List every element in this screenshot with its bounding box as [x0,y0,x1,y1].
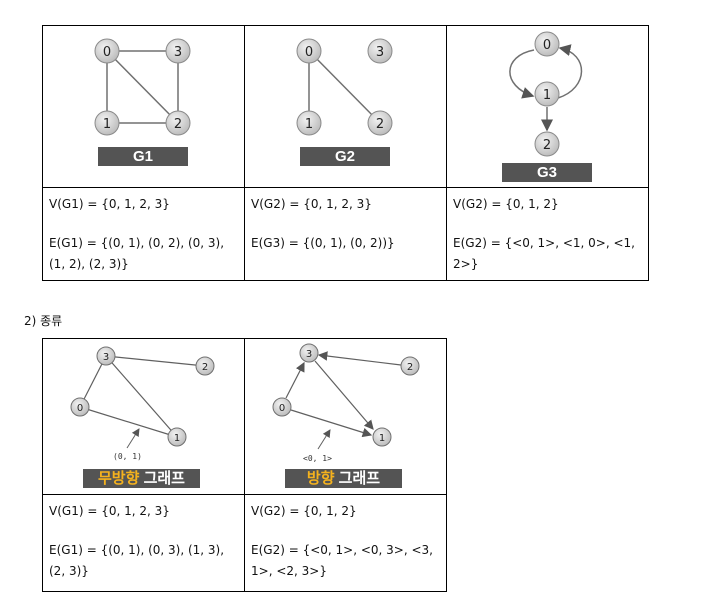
svg-text:2: 2 [543,138,551,153]
text-cell-directed: V(G2) = {0, 1, 2} E(G2) = {<0, 1>, <0, 3… [244,494,447,592]
edge-3-to-1 [314,360,374,430]
node-2: 2 [195,356,215,376]
figure-cell-g3: 0 1 2 G3 [446,25,649,188]
graph-g1-diagram: 0 3 1 2 [94,38,191,136]
text-cell-g3: V(G2) = {0, 1, 2} E(G2) = {<0, 1>, <1, 0… [446,187,649,281]
edge-2-to-3 [317,351,402,366]
vertex-set: V(G1) = {0, 1, 2, 3} [49,197,170,211]
node-0: 0 [94,38,120,64]
undirected-graph-diagram: 3 2 0 1 (0, 1) [70,346,215,461]
node-0: 0 [272,397,292,417]
svg-text:2: 2 [174,117,182,132]
label-rest: 그래프 [139,470,185,487]
svg-text:3: 3 [306,349,312,360]
graph-types-table: 3 2 0 1 (0, 1) 무방향 그래프 3 2 [42,338,447,592]
node-1: 1 [534,81,560,107]
node-1: 1 [94,110,120,136]
edge-0-1 [79,406,178,438]
svg-text:2: 2 [407,362,413,373]
figure-label-g1: G1 [98,147,188,166]
vertex-set: V(G2) = {0, 1, 2, 3} [251,197,372,211]
directed-graph-diagram: 3 2 0 1 <0, 1> [272,343,420,463]
figure-label-directed: 방향 그래프 [285,469,402,488]
vertex-set: V(G2) = {0, 1, 2} [453,197,559,211]
node-1: 1 [167,427,187,447]
node-2: 2 [534,131,560,157]
text-cell-undirected: V(G1) = {0, 1, 2, 3} E(G1) = {(0, 1), (0… [42,494,245,592]
node-3: 3 [367,38,393,64]
edge-0-2 [308,50,381,124]
edge-set: E(G1) = {(0, 1), (0, 2), (0, 3), (1, 2),… [49,236,225,271]
edge-set: E(G2) = {<0, 1>, <0, 3>, <3, 1>, <2, 3>} [251,543,433,578]
edge-1-to-0 [557,44,583,99]
edge-0-to-1 [509,49,535,99]
label-highlight: 방향 [306,470,335,487]
vertex-set: V(G1) = {0, 1, 2, 3} [49,504,170,518]
svg-text:1: 1 [543,88,551,103]
node-2: 2 [367,110,393,136]
svg-text:1: 1 [379,433,385,444]
edge-0-2 [106,50,179,124]
figure-cell-g2: 0 3 1 2 G2 [244,25,447,188]
section-heading: 2) 종류 [24,314,63,328]
svg-text:1: 1 [174,433,180,444]
svg-text:0: 0 [543,38,551,53]
node-0: 0 [296,38,322,64]
text-cell-g2: V(G2) = {0, 1, 2, 3} E(G3) = {(0, 1), (0… [244,187,447,281]
svg-text:3: 3 [376,45,384,60]
svg-text:0: 0 [279,403,285,414]
figure-cell-directed: 3 2 0 1 <0, 1> 방향 그래프 [244,338,447,495]
edge-set: E(G3) = {(0, 1), (0, 2))} [251,236,395,250]
svg-text:1: 1 [305,117,313,132]
annotation-arrow [317,429,331,450]
edge-0-to-1 [290,409,373,438]
node-0: 0 [534,31,560,57]
edge-3-0 [79,355,107,408]
node-0: 0 [70,397,90,417]
figure-cell-g1: 0 3 1 2 G1 [42,25,245,188]
text-cell-g1: V(G1) = {0, 1, 2, 3} E(G1) = {(0, 1), (0… [42,187,245,281]
figure-label-undirected: 무방향 그래프 [83,469,200,488]
svg-text:2: 2 [376,117,384,132]
node-2: 2 [165,110,191,136]
svg-text:3: 3 [103,352,109,363]
edge-set: E(G1) = {(0, 1), (0, 3), (1, 3), (2, 3)} [49,543,225,578]
node-2: 2 [400,356,420,376]
svg-text:0: 0 [305,45,313,60]
vertex-set: V(G2) = {0, 1, 2} [251,504,357,518]
label-rest: 그래프 [334,470,381,487]
svg-text:0: 0 [103,45,111,60]
figure-label-g3: G3 [502,163,592,182]
node-1: 1 [372,427,392,447]
figure-cell-undirected: 3 2 0 1 (0, 1) 무방향 그래프 [42,338,245,495]
node-3: 3 [96,346,116,366]
edge-3-2 [105,355,206,367]
node-1: 1 [296,110,322,136]
svg-text:1: 1 [103,117,111,132]
label-highlight: 무방향 [98,470,140,487]
svg-text:2: 2 [202,362,208,373]
graph-g2-diagram: 0 3 1 2 [296,38,393,136]
edge-notation: <0, 1> [303,454,332,463]
svg-text:0: 0 [77,403,83,414]
node-3: 3 [165,38,191,64]
node-3: 3 [299,343,319,363]
annotation-arrow [126,428,140,449]
edge-notation: (0, 1) [113,452,142,461]
svg-text:3: 3 [174,45,182,60]
edge-set: E(G2) = {<0, 1>, <1, 0>, <1, 2>} [453,236,635,271]
graph-g3-diagram: 0 1 2 [509,31,583,157]
edge-3-1 [105,355,178,438]
graph-examples-table: 0 3 1 2 G1 0 3 1 2 G2 [42,25,649,281]
edge-0-to-3 [285,361,305,399]
figure-label-g2: G2 [300,147,390,166]
